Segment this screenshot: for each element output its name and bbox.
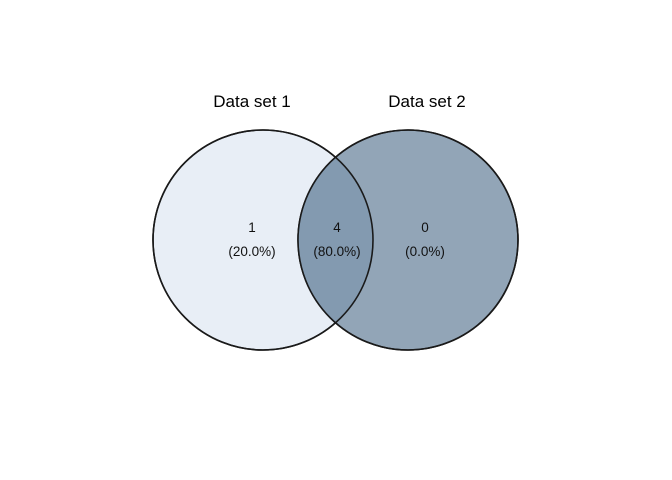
left-only-percent: (20.0%) — [228, 244, 275, 259]
right-only-percent: (0.0%) — [405, 244, 445, 259]
left-only-count: 1 — [248, 220, 256, 235]
intersection-fill — [298, 130, 373, 350]
set2-circle-outline — [297, 129, 519, 351]
set2-title: Data set 2 — [388, 92, 466, 111]
set1-circle-outline — [152, 129, 374, 351]
right-only-count: 0 — [421, 220, 429, 235]
set1-title: Data set 1 — [213, 92, 291, 111]
intersection-region — [298, 130, 373, 350]
intersection-count: 4 — [333, 220, 341, 235]
intersection-percent: (80.0%) — [313, 244, 360, 259]
